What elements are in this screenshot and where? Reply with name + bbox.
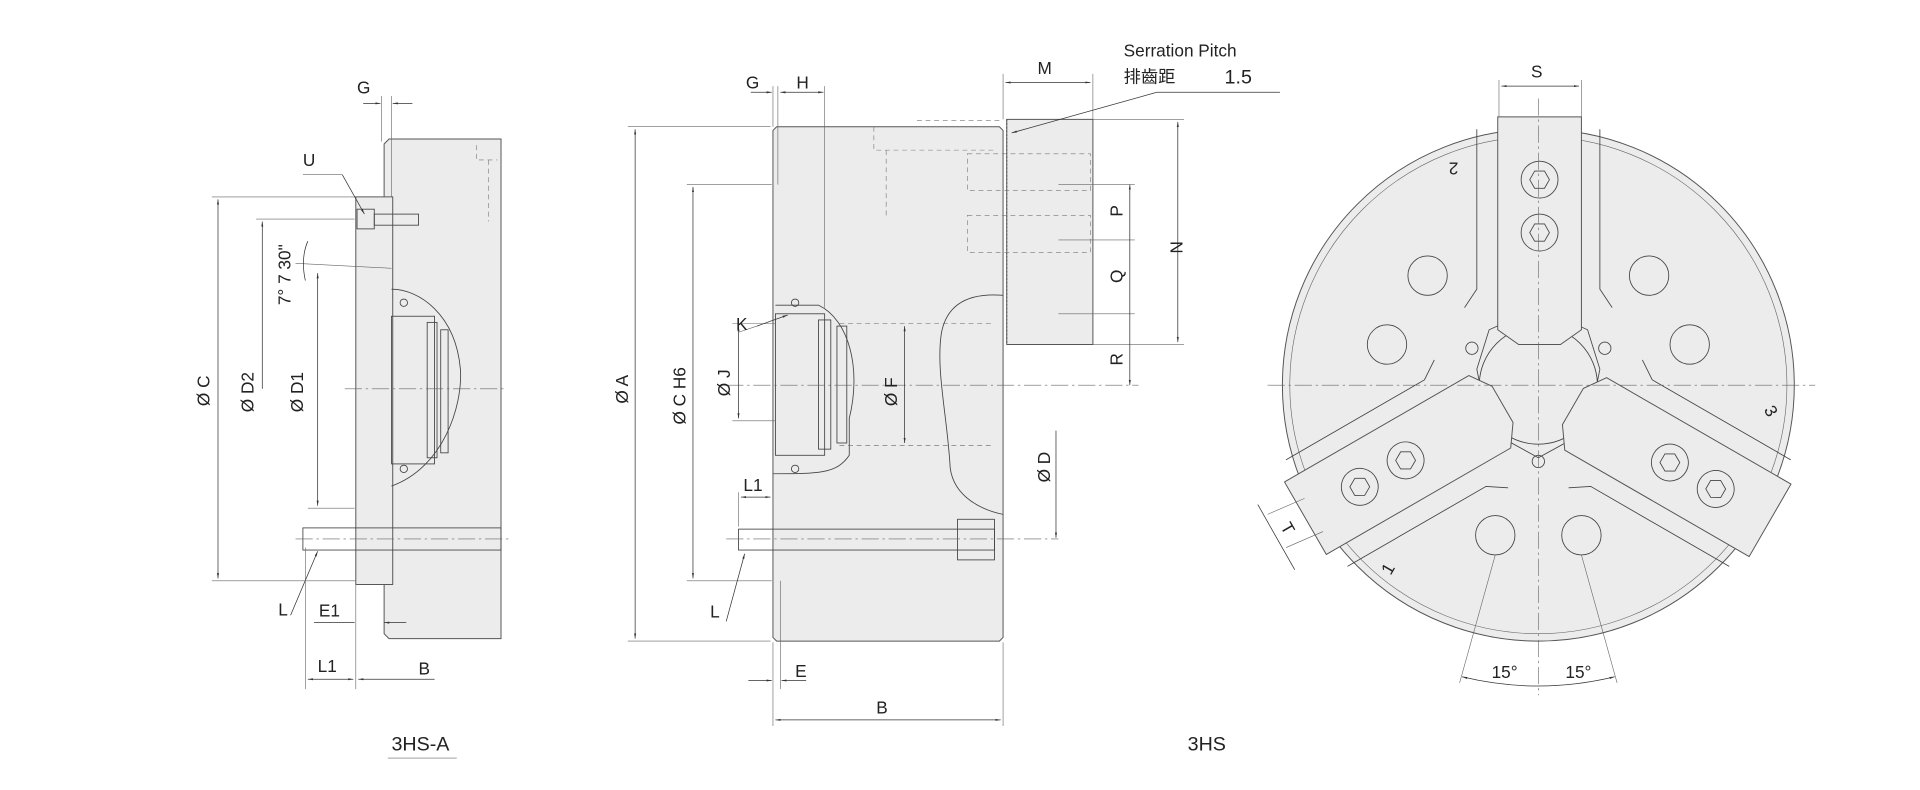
chuck-body	[772, 126, 1004, 642]
serration-pitch-value: 1.5	[1225, 67, 1252, 89]
dim-label-d1: Ø D1	[287, 372, 307, 412]
dim-label-r: R	[1106, 353, 1126, 365]
dim-label-angle: 7° 7 30"	[275, 244, 295, 305]
serration-pitch-title: Serration Pitch	[1124, 41, 1237, 61]
dim-label-g: G	[357, 78, 370, 98]
view-3hs-a: G U 7° 7 30" Ø C Ø D2 Ø D1 L E1 L1 B 3HS…	[193, 78, 511, 759]
dim-label-m: M	[1038, 58, 1052, 78]
angle-label-right: 15°	[1565, 662, 1591, 682]
dim-label-b: B	[419, 658, 431, 678]
dim-label-e: E	[795, 661, 807, 681]
dim-label-j: Ø J	[714, 369, 734, 396]
dim-label-g: G	[746, 73, 759, 93]
dim-label-l: L	[278, 599, 288, 619]
dim-label-a: Ø A	[612, 374, 632, 403]
dim-label-u: U	[303, 150, 315, 170]
screw-u	[373, 213, 419, 226]
jaw-number-2: 2	[1449, 158, 1459, 178]
jaw	[1464, 116, 1613, 346]
view-3hs-front: S T 15° 15° 1 2 3 3HS	[1188, 62, 1816, 756]
dim-label-d2: Ø D2	[238, 372, 258, 412]
dim-label-n: N	[1166, 241, 1186, 253]
dim-label-s: S	[1531, 62, 1543, 82]
draw-bar-bore	[772, 304, 855, 475]
dim-label-q: Q	[1106, 270, 1126, 283]
serration-pitch-cn: 排齒距	[1124, 66, 1176, 86]
dim-label-b: B	[876, 698, 888, 718]
top-jaw	[1006, 118, 1094, 346]
dim-label-p: P	[1106, 205, 1126, 217]
dim-label-t: T	[1276, 519, 1299, 539]
dim-label-k: K	[736, 314, 748, 334]
view-3hs-side: G H M Serration Pitch 排齒距 1.5 Ø A Ø C H6…	[612, 41, 1280, 727]
view-caption-3hs-a: 3HS-A	[391, 734, 450, 756]
dim-label-h: H	[796, 73, 808, 93]
dim-label-f: Ø F	[881, 377, 901, 406]
dim-label-c-h6: Ø C H6	[670, 367, 690, 424]
dim-label-d: Ø D	[1034, 452, 1054, 483]
adapter-flange	[355, 196, 394, 585]
dim-label-c: Ø C	[193, 375, 213, 406]
center-bore	[391, 288, 462, 487]
dim-label-e1: E1	[319, 600, 340, 620]
dim-label-l1: L1	[318, 656, 337, 676]
dim-label-l1: L1	[743, 475, 762, 495]
angle-label-left: 15°	[1492, 662, 1518, 682]
view-caption-3hs: 3HS	[1188, 734, 1226, 756]
dim-label-l: L	[710, 602, 720, 622]
